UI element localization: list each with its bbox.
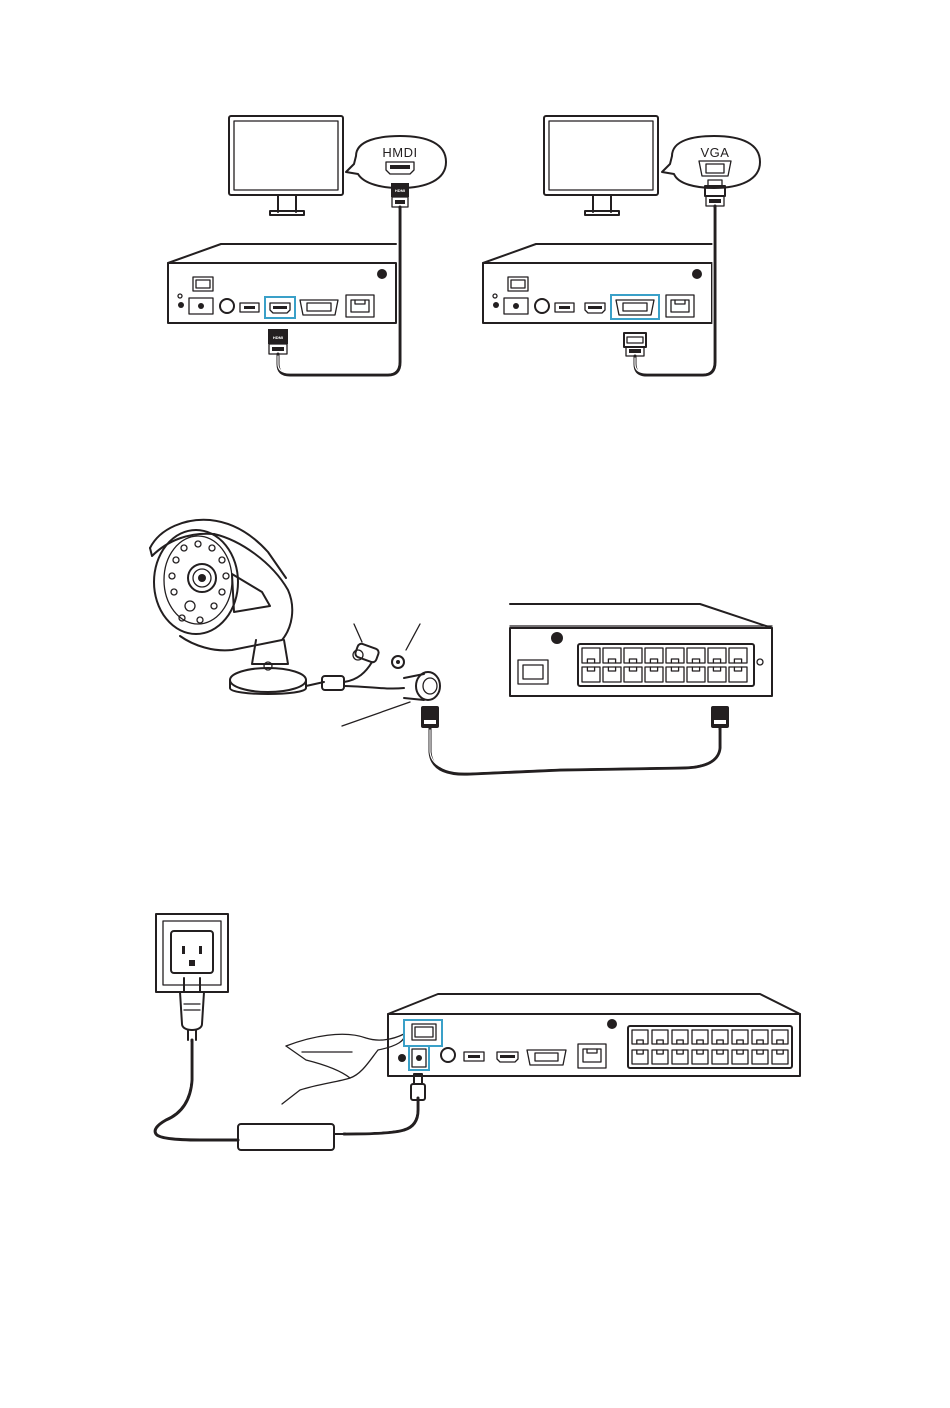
- vga-cable: [635, 206, 715, 375]
- rj45-port: [603, 648, 621, 663]
- ethernet-cable-icon: [421, 706, 729, 774]
- rj45-port: [666, 648, 684, 663]
- hdmi-cable: [278, 207, 400, 375]
- rj45-port: [582, 648, 600, 663]
- nvr-recorder-icon: [388, 994, 800, 1076]
- rj45-port: [732, 1030, 748, 1044]
- rj45-port: [645, 648, 663, 663]
- hdmi-connector-icon: HDMI: [268, 329, 288, 354]
- rj45-port: [672, 1050, 688, 1064]
- hdmi-connection-diagram: HMDI HDMI: [168, 116, 446, 375]
- camera-pigtail-cable: [306, 624, 440, 726]
- rj45-port: [652, 1030, 668, 1044]
- rj45-port: [624, 667, 642, 682]
- network-switch-icon: [510, 604, 772, 696]
- wall-outlet-icon: [156, 914, 228, 992]
- rj45-port: [772, 1050, 788, 1064]
- hdmi-plug-label-nvr: HDMI: [273, 335, 283, 340]
- vga-connection-diagram: VGA: [483, 116, 760, 375]
- vga-connector-icon: [624, 333, 646, 356]
- power-adapter-icon: [155, 1040, 425, 1150]
- power-connection-diagram: [155, 914, 800, 1150]
- rj45-port: [752, 1050, 768, 1064]
- rj45-port: [624, 648, 642, 663]
- hdmi-port-callout: HMDI: [346, 136, 446, 188]
- rj45-port: [645, 667, 663, 682]
- rj45-port: [652, 1050, 668, 1064]
- hdmi-connector-icon: HDMI: [391, 183, 409, 207]
- rj45-port: [687, 648, 705, 663]
- rj45-port: [729, 648, 747, 663]
- rj45-port: [672, 1030, 688, 1044]
- hand-pressing-icon: [282, 1034, 404, 1104]
- rj45-port: [712, 1050, 728, 1064]
- vga-bubble-label: VGA: [701, 145, 730, 160]
- monitor-icon: [544, 116, 658, 215]
- rj45-port: [732, 1050, 748, 1064]
- rj45-port: [603, 667, 621, 682]
- bullet-camera-icon: [150, 520, 306, 694]
- rj45-port: [632, 1030, 648, 1044]
- rj45-port: [687, 667, 705, 682]
- rj45-port: [692, 1030, 708, 1044]
- rj45-port: [752, 1030, 768, 1044]
- rj45-port: [692, 1050, 708, 1064]
- rj45-port: [729, 667, 747, 682]
- power-plug-icon: [180, 978, 204, 1040]
- rj45-port: [708, 648, 726, 663]
- rj45-port: [666, 667, 684, 682]
- vga-connector-icon: [705, 180, 725, 206]
- rj45-port: [708, 667, 726, 682]
- monitor-icon: [229, 116, 343, 215]
- rj45-port: [772, 1030, 788, 1044]
- camera-connection-diagram: [150, 520, 772, 774]
- nvr-recorder-icon: [483, 244, 712, 323]
- rj45-port: [632, 1050, 648, 1064]
- hdmi-plug-label: HDMI: [395, 188, 405, 193]
- rj45-port: [582, 667, 600, 682]
- hdmi-bubble-label: HMDI: [382, 145, 417, 160]
- rj45-port: [712, 1030, 728, 1044]
- nvr-recorder-icon: [168, 244, 396, 323]
